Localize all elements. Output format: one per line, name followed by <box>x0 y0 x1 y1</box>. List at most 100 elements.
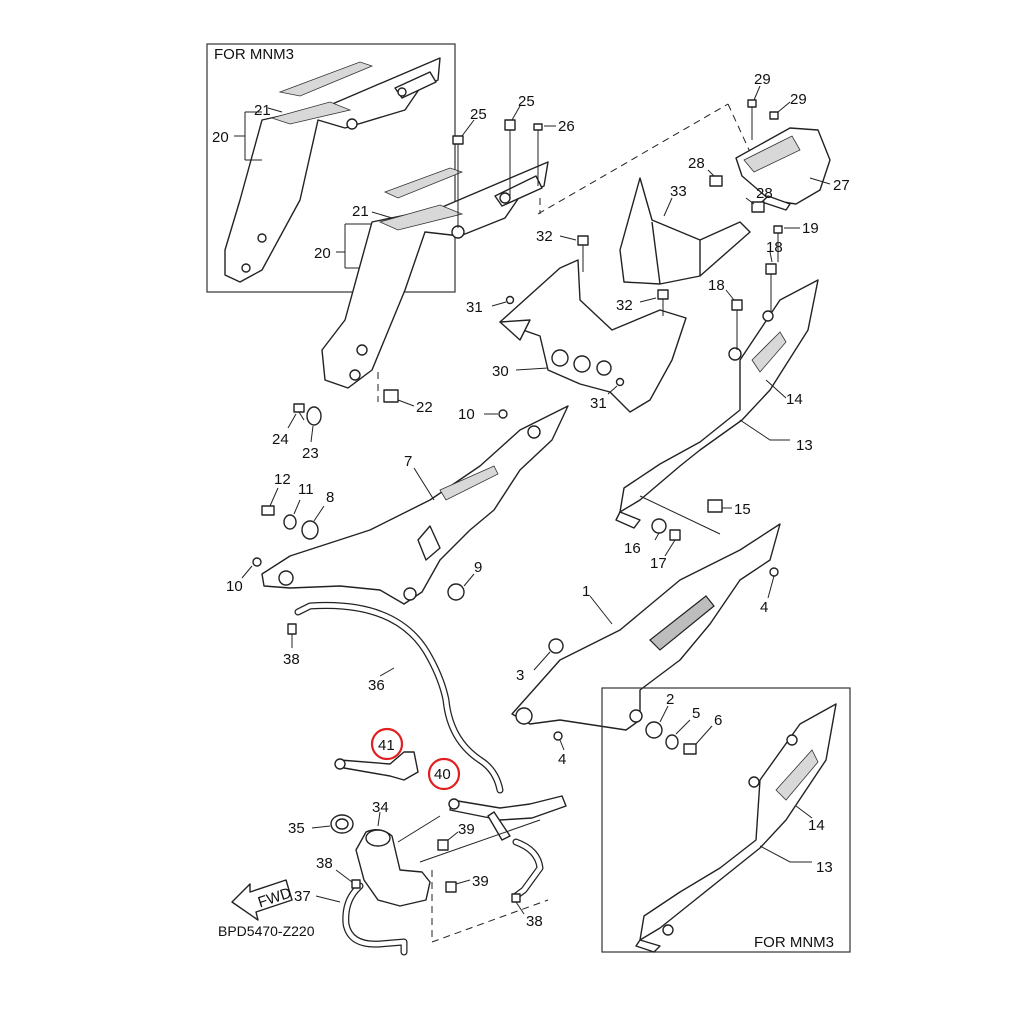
collar-5 <box>665 734 679 750</box>
part-label-18-a: 18 <box>708 277 725 294</box>
clip-22 <box>377 372 399 403</box>
part-label-13-inset: 13 <box>816 859 833 876</box>
part-label-15: 15 <box>734 501 751 518</box>
part-label-8: 8 <box>326 489 334 506</box>
part-label-36: 36 <box>368 677 385 694</box>
inset-frame-bottom-right-label: FOR MNM3 <box>754 934 834 951</box>
lower-cover-1 <box>511 523 781 731</box>
part-label-34: 34 <box>372 799 389 816</box>
bolt-17 <box>669 529 681 541</box>
bracket-40 <box>448 795 567 841</box>
fwd-arrow: FWD <box>231 879 294 921</box>
collar-23 <box>306 406 322 426</box>
inset-frame-top-left-label: FOR MNM3 <box>214 46 294 63</box>
bolt-6 <box>683 743 697 755</box>
bracket-30 <box>499 259 687 413</box>
bolt-18-a <box>731 299 743 350</box>
part-label-3: 3 <box>516 667 524 684</box>
part-label-10-b: 10 <box>226 578 243 595</box>
part-label-37: 37 <box>294 888 311 905</box>
part-label-24: 24 <box>272 431 289 448</box>
bolt-39-a <box>437 839 449 851</box>
collar-16 <box>651 518 667 534</box>
seat-cowl-27 <box>735 127 831 211</box>
bracket-41 <box>334 751 419 781</box>
part-label-17: 17 <box>650 555 667 572</box>
bolt-12 <box>261 505 275 516</box>
screw-19 <box>773 225 783 262</box>
nut-28-a <box>709 175 723 187</box>
bolt-24 <box>293 403 305 421</box>
part-label-38-c: 38 <box>526 913 543 930</box>
screw-29-b <box>769 111 779 120</box>
part-label-19: 19 <box>802 220 819 237</box>
part-label-10-a: 10 <box>458 406 475 423</box>
part-label-14-inset: 14 <box>808 817 825 834</box>
grommet-8 <box>301 520 319 540</box>
bolt-25-b <box>504 119 516 198</box>
screw-26 <box>533 123 543 186</box>
part-label-2: 2 <box>666 691 674 708</box>
part-label-31-a: 31 <box>466 299 483 316</box>
part-label-21-inset: 21 <box>254 102 271 119</box>
screw-4-b <box>553 731 563 741</box>
part-label-27: 27 <box>833 177 850 194</box>
inset-frame-bottom-right <box>601 687 851 953</box>
part-label-41: 41 <box>378 737 395 754</box>
screw-29-a <box>747 99 757 140</box>
part-label-38-a: 38 <box>283 651 300 668</box>
bolt-32-b <box>657 289 669 316</box>
bolt-18-b <box>765 263 777 312</box>
collar-11 <box>283 514 297 530</box>
grommet-2 <box>645 721 663 739</box>
nut-15 <box>707 499 723 513</box>
part-label-30: 30 <box>492 363 509 380</box>
bolt-32-a <box>577 235 589 272</box>
bolt-39-b <box>445 881 457 893</box>
hose-36 <box>294 601 504 794</box>
part-label-28-a: 28 <box>688 155 705 172</box>
part-label-5: 5 <box>692 705 700 722</box>
cover-7 <box>261 405 569 605</box>
nut-28-b <box>751 201 765 213</box>
part-label-32-a: 32 <box>536 228 553 245</box>
side-cover-20-inset <box>224 57 441 283</box>
pipe-34 <box>355 829 431 907</box>
part-label-9: 9 <box>474 559 482 576</box>
part-label-20-inset: 20 <box>212 129 229 146</box>
part-label-40: 40 <box>434 766 451 783</box>
side-panel-13 <box>615 279 819 529</box>
part-label-25-a: 25 <box>470 106 487 123</box>
part-label-1: 1 <box>582 583 590 600</box>
screw-10-a <box>498 409 508 419</box>
clip-38-c <box>511 893 521 903</box>
hose-37 <box>342 882 408 956</box>
part-label-22: 22 <box>416 399 433 416</box>
part-label-23: 23 <box>302 445 319 462</box>
part-label-32-b: 32 <box>616 297 633 314</box>
collar-9 <box>447 583 465 601</box>
bolt-25-a <box>452 135 464 228</box>
part-label-13-main: 13 <box>796 437 813 454</box>
part-label-11: 11 <box>298 481 314 498</box>
part-label-16: 16 <box>624 540 641 557</box>
part-label-28-b: 28 <box>756 185 773 202</box>
side-panel-13-inset <box>635 703 837 953</box>
part-label-35: 35 <box>288 820 305 837</box>
part-label-26: 26 <box>558 118 575 135</box>
clip-38-a <box>287 623 297 635</box>
part-label-38-b: 38 <box>316 855 333 872</box>
cap-35 <box>330 814 354 834</box>
part-label-4-a: 4 <box>760 599 768 616</box>
hose-short <box>512 838 544 900</box>
screw-31-b <box>615 377 625 387</box>
part-label-39-a: 39 <box>458 821 475 838</box>
part-label-4-b: 4 <box>558 751 566 768</box>
collar-3 <box>548 638 564 654</box>
part-label-6: 6 <box>714 712 722 729</box>
screw-31-a <box>505 295 515 305</box>
part-label-29-b: 29 <box>790 91 807 108</box>
highlight-circle-41 <box>370 727 404 761</box>
part-label-21: 21 <box>352 203 369 220</box>
